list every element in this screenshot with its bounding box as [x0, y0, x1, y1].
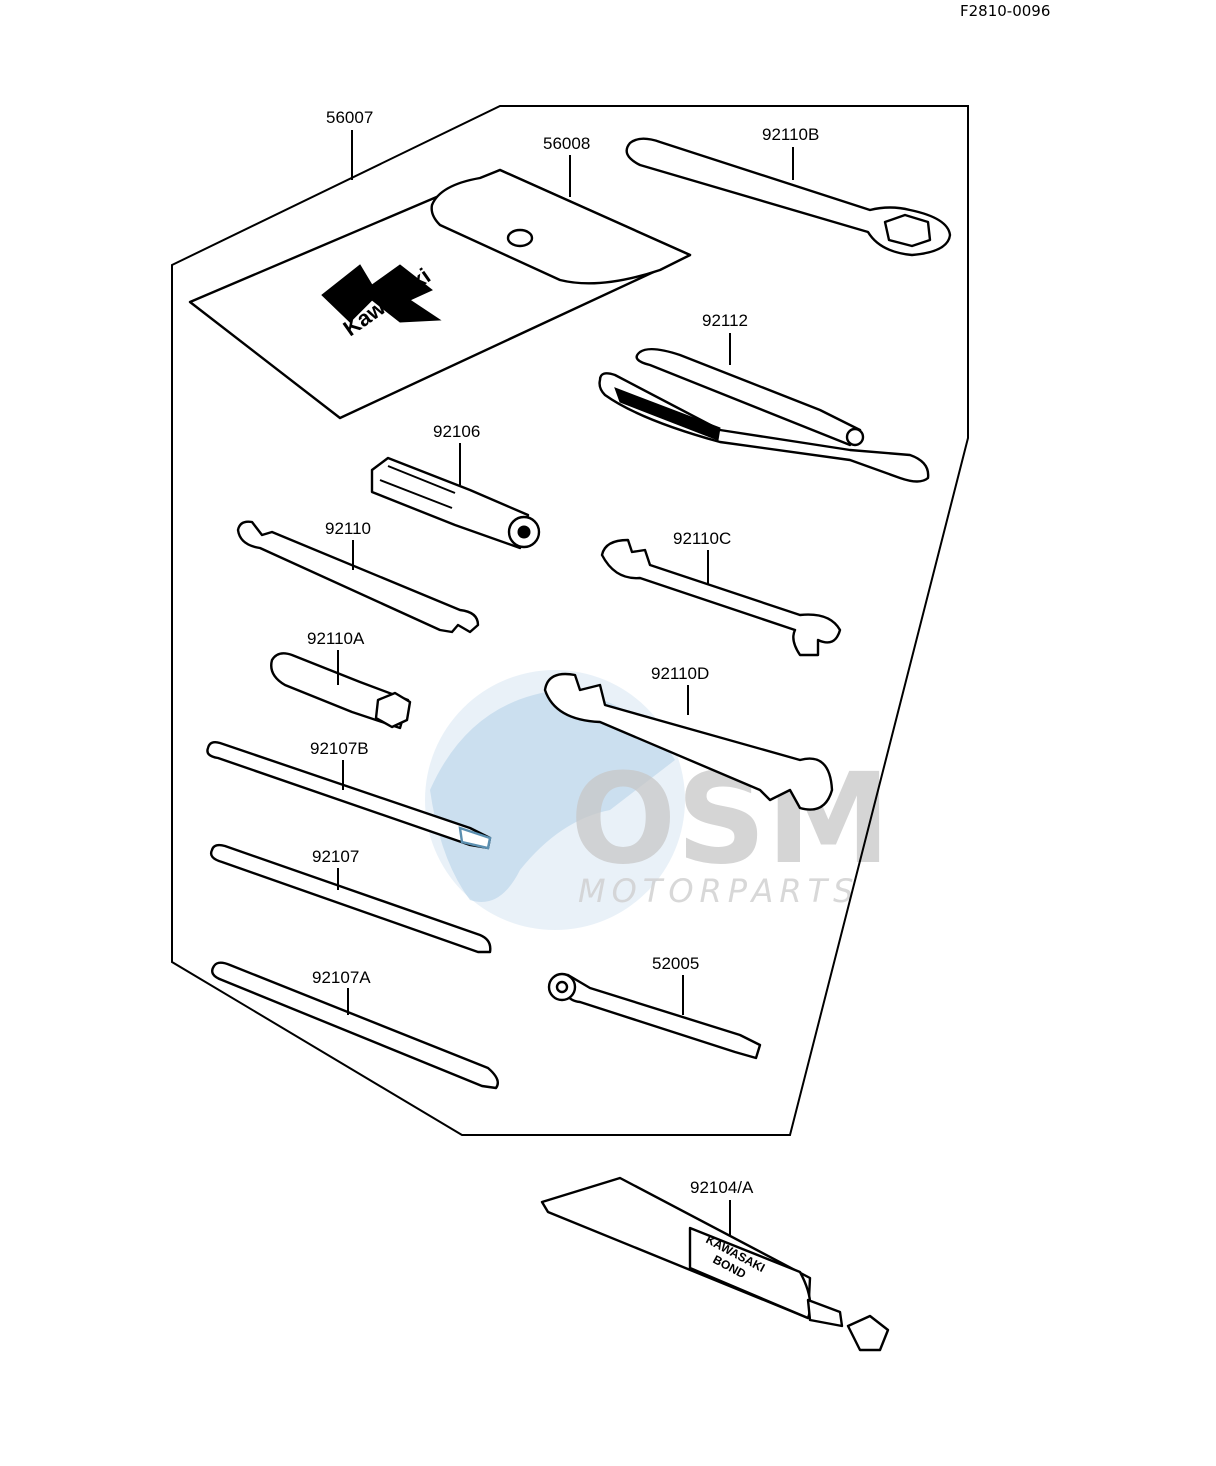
kawasaki-bond-tube-drawing: KAWASAKI BOND: [540, 1176, 890, 1352]
part-number-92110B[interactable]: 92110B: [762, 125, 819, 144]
screwdriver-blade-b-drawing: [206, 740, 492, 850]
part-number-92110[interactable]: 92110: [325, 519, 371, 538]
watermark-continents-icon: [430, 690, 675, 902]
part-number-callouts: 56007 56008 92110B 92112 92106 92110 921…: [307, 108, 819, 1197]
part-number-92107A[interactable]: 92107A: [312, 968, 371, 987]
pliers-pivot-icon: [845, 427, 865, 447]
part-number-92107[interactable]: 92107: [312, 847, 359, 866]
screwdriver-handle-drawing: [370, 456, 541, 550]
open-end-wrench-medium-drawing: [600, 538, 842, 657]
pliers-grip-icon: [614, 387, 721, 441]
kawasaki-k-logo-icon: [321, 264, 442, 323]
part-number-92110D[interactable]: 92110D: [651, 664, 709, 683]
screwdriver-blade-a-drawing: [211, 961, 499, 1090]
tool-kit-bag-outline: [171, 105, 969, 1136]
document-code: F2810-0096: [960, 2, 1051, 20]
part-number-92104A[interactable]: 92104/A: [690, 1178, 754, 1197]
pouch-snap-icon: [506, 228, 534, 248]
leader-lines: [337, 130, 794, 1235]
hex-ring-icon: [883, 213, 932, 248]
tube-cap-icon: [846, 1314, 890, 1352]
open-end-wrench-small-drawing: [236, 520, 480, 634]
part-number-92106[interactable]: 92106: [433, 422, 480, 441]
shock-spanner-bar-drawing: [547, 972, 762, 1060]
tool-pouch-drawing: Kawasaki: [188, 168, 692, 420]
watermark-tagline: MOTORPARTS: [578, 872, 859, 910]
osm-watermark: OSM MOTORPARTS: [425, 670, 891, 930]
ring-wrench-drawing: [625, 137, 952, 257]
part-number-92110A[interactable]: 92110A: [307, 629, 365, 648]
plug-wrench-drawing: [270, 652, 412, 730]
part-number-56008[interactable]: 56008: [543, 134, 590, 153]
part-number-92112[interactable]: 92112: [702, 311, 748, 330]
hex-socket-icon: [374, 691, 412, 729]
pliers-drawing: [598, 347, 930, 483]
part-number-56007[interactable]: 56007: [326, 108, 373, 127]
part-number-92107B[interactable]: 92107B: [310, 739, 369, 758]
screwdriver-blade-drawing: [209, 843, 492, 954]
part-number-92110C[interactable]: 92110C: [673, 529, 731, 548]
part-number-52005[interactable]: 52005: [652, 954, 699, 973]
open-end-wrench-large-drawing: [543, 672, 834, 811]
